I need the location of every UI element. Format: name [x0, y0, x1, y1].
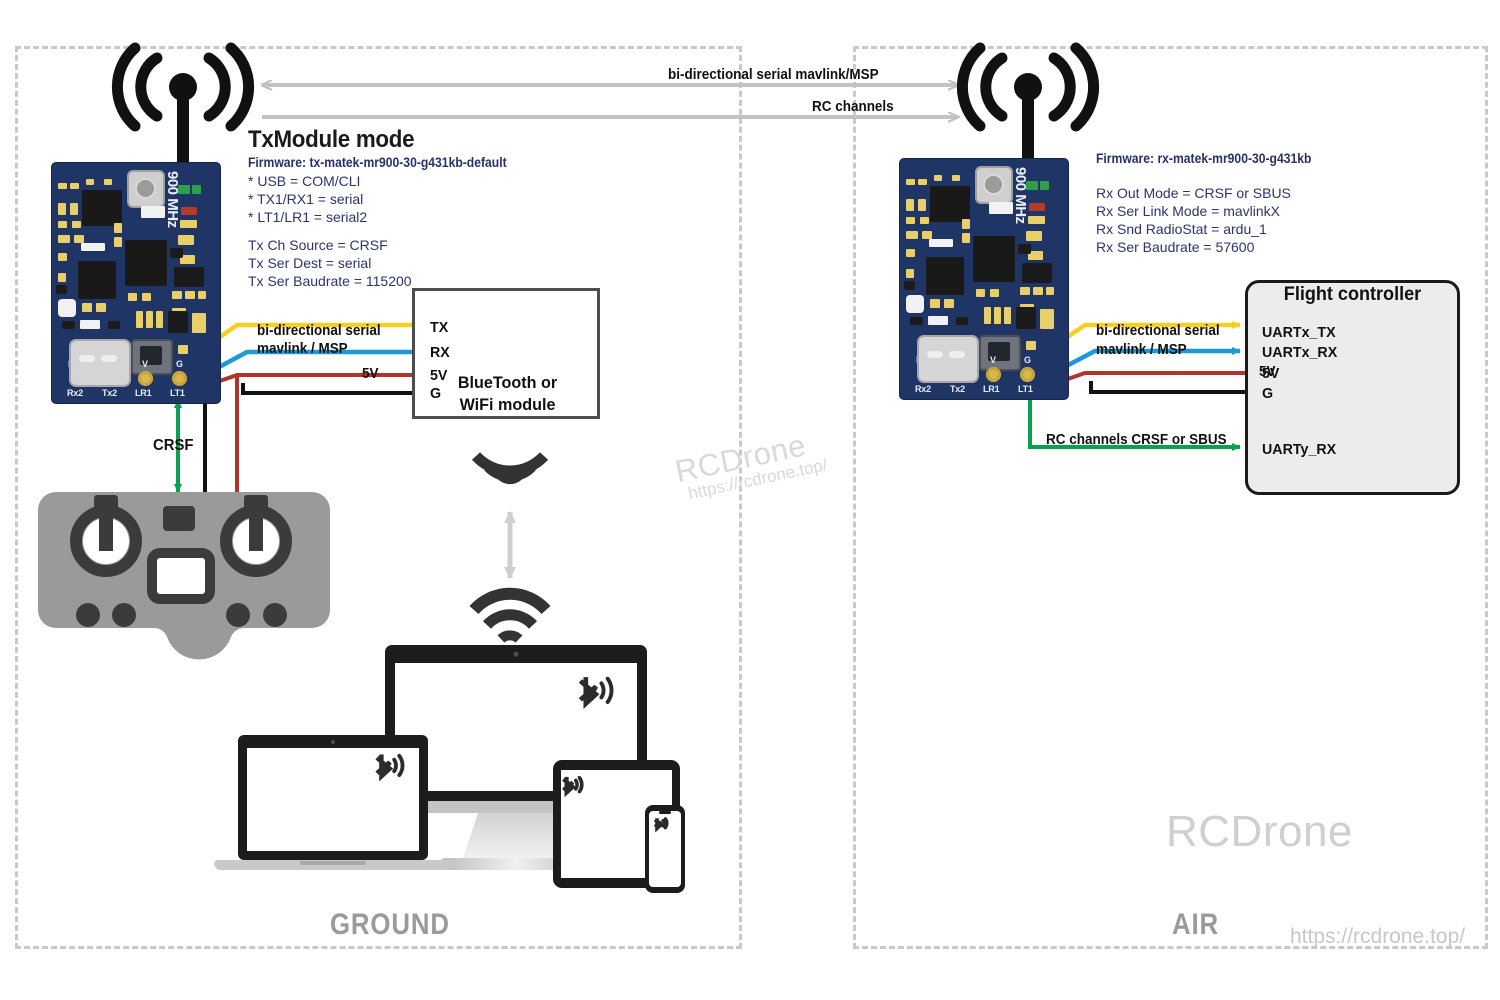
tx-notes: * USB = COM/CLI * TX1/RX1 = serial * LT1… — [248, 172, 367, 226]
bt-pin-g: G — [430, 385, 442, 402]
rx-setting-0: Rx Out Mode = CRSF or SBUS — [1096, 185, 1291, 201]
tx-radio-module-board: 900 MHz — [52, 163, 220, 403]
tx-module-title: TxModule mode — [248, 126, 415, 153]
tx-pad-label-tx2: Tx2 — [102, 388, 117, 398]
tx-board-frequency-label: 900 MHz — [164, 171, 181, 228]
rc-channels-wire-label: RC channels CRSF or SBUS — [1046, 432, 1227, 448]
tx-note-2: * LT1/LR1 = serial2 — [248, 209, 368, 225]
tx-pad-label-lr1: LR1 — [135, 388, 152, 398]
tx-wire-label-line-1: bi-directional serial — [257, 323, 381, 339]
top-link-arrows — [262, 85, 958, 117]
watermark-bottom-url: https://rcdrone.top/ — [1290, 925, 1466, 948]
rx-firmware-label: Firmware: rx-matek-mr900-30-g431kb — [1096, 151, 1312, 166]
rx-board-frequency-label: 900 MHz — [1012, 167, 1029, 224]
rx-wire-label-line-1: bi-directional serial — [1096, 323, 1220, 339]
rx-wire-label-line-2: mavlink / MSP — [1096, 342, 1187, 358]
rx-setting-2: Rx Snd RadioStat = ardu_1 — [1096, 221, 1267, 237]
wire-black-gnd — [241, 383, 412, 395]
bluetooth-wifi-module-box — [412, 288, 600, 419]
rx-pad-label-g: G — [1024, 355, 1031, 365]
bt-pin-5v: 5V — [430, 367, 448, 384]
fc-pin-uarty-rx: UARTy_RX — [1262, 441, 1337, 458]
rx-power-label: 5V — [1259, 364, 1276, 380]
bt-caption-line-1: BlueTooth or — [457, 373, 558, 392]
rx-wires — [998, 321, 1245, 451]
device-laptop — [214, 735, 452, 871]
antenna-icon-tx — [111, 42, 255, 162]
wire-black-gnd-rx — [1089, 381, 1245, 394]
watermark-big: RCDrone — [1166, 807, 1353, 856]
tx-note-1: * TX1/RX1 = serial — [248, 191, 364, 207]
rx-setting-1: Rx Ser Link Mode = mavlinkX — [1096, 203, 1281, 219]
tx-wire-label-line-2: mavlink / MSP — [257, 341, 348, 357]
wireless-down-icon — [471, 452, 549, 485]
bt-caption-line-2: WiFi module — [459, 395, 556, 414]
region-air — [853, 46, 1488, 949]
flight-controller-box — [1245, 280, 1460, 495]
tx-note-0: * USB = COM/CLI — [248, 173, 361, 189]
rx-pad-label-v: V — [990, 355, 996, 365]
rc-transmitter — [38, 492, 330, 660]
bluetooth-wifi-module-caption: BlueTooth or WiFi module — [424, 372, 590, 416]
antenna-icon-rx — [956, 42, 1100, 162]
rx-pad-label-tx2: Tx2 — [950, 384, 965, 394]
top-link-label-0: bi-directional serial mavlink/MSP — [668, 67, 879, 83]
top-link-label-1: RC channels — [812, 99, 894, 115]
wire-red-5v-rx — [1061, 371, 1245, 383]
tx-firmware-label: Firmware: tx-matek-mr900-30-g431kb-defau… — [248, 155, 507, 170]
tx-pad-label-rx2: Rx2 — [67, 388, 83, 398]
region-ground-label: GROUND — [330, 908, 450, 941]
fc-pin-uartx-rx: UARTx_RX — [1262, 344, 1338, 361]
rx-setting-3: Rx Ser Baudrate = 57600 — [1096, 239, 1255, 255]
fc-pin-5v: 5V — [1262, 365, 1280, 382]
wire-green-rc-channels — [1028, 400, 1241, 451]
rx-pad-label-rx2: Rx2 — [915, 384, 931, 394]
rx-settings: Rx Out Mode = CRSF or SBUS Rx Ser Link M… — [1096, 184, 1291, 256]
rx-pad-label-lt1: LT1 — [1018, 384, 1033, 394]
rx-radio-module-board: 900 MHz — [900, 159, 1068, 399]
fc-pin-uartx-tx: UARTx_TX — [1262, 324, 1336, 341]
wifi-icon — [469, 587, 551, 643]
tx-power-label: 5V — [362, 366, 379, 382]
region-air-label: AIR — [1172, 908, 1220, 941]
crsf-label: CRSF — [153, 437, 194, 454]
device-phone — [645, 805, 685, 893]
rx-pad-label-lr1: LR1 — [983, 384, 1000, 394]
tx-setting-0: Tx Ch Source = CRSF — [248, 237, 388, 253]
tx-pad-label-g: G — [176, 359, 183, 369]
tx-setting-1: Tx Ser Dest = serial — [248, 255, 372, 271]
bt-pin-rx: RX — [430, 344, 450, 361]
flight-controller-title: Flight controller — [1283, 284, 1422, 305]
tx-pad-label-lt1: LT1 — [170, 388, 185, 398]
wire-red-5v — [213, 373, 412, 385]
tx-setting-2: Tx Ser Baudrate = 115200 — [248, 273, 412, 289]
tx-pad-label-v: V — [142, 359, 148, 369]
region-ground — [15, 46, 742, 949]
tx-settings: Tx Ch Source = CRSF Tx Ser Dest = serial… — [248, 236, 412, 290]
bt-pin-tx: TX — [430, 319, 449, 336]
fc-pin-g: G — [1262, 385, 1274, 402]
